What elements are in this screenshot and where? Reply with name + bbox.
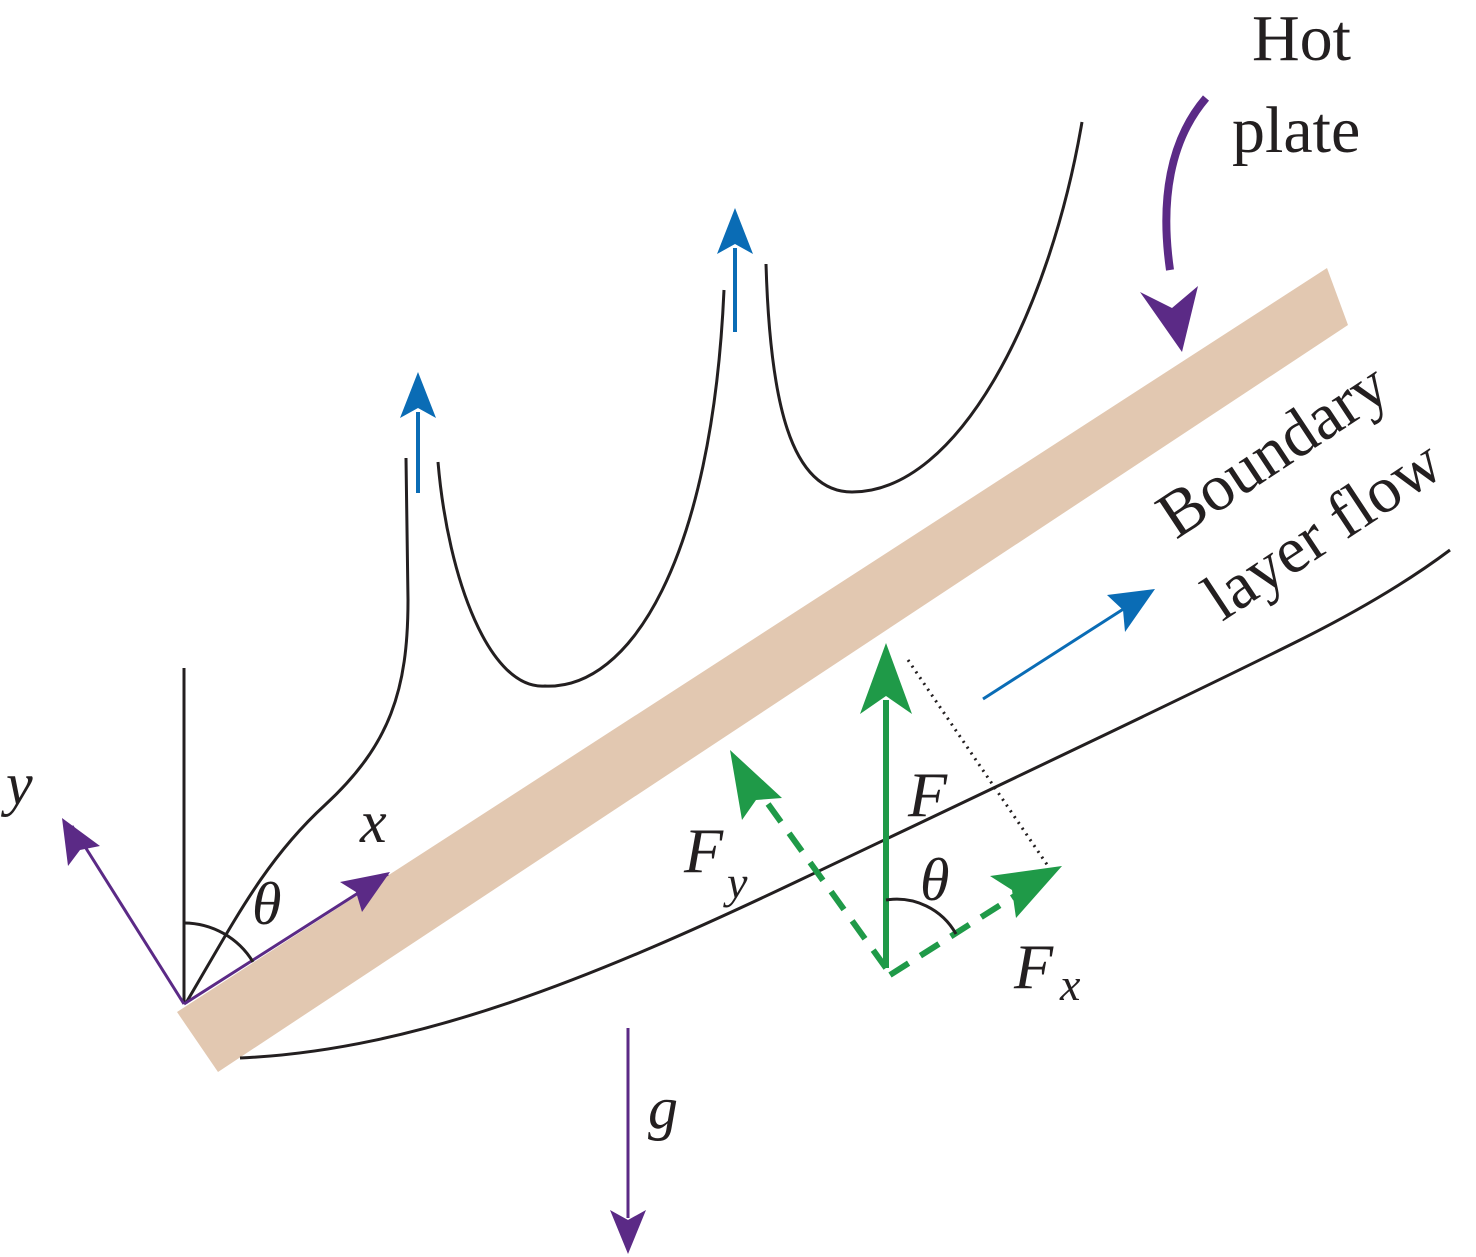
theta-arc-origin	[183, 921, 255, 963]
hot-plate	[177, 268, 1348, 1072]
hot-plate-pointer-arrowhead	[1140, 286, 1198, 352]
force-arrowhead	[860, 643, 912, 714]
force-x-arrow	[888, 887, 1026, 978]
force-y-arrow	[755, 788, 889, 970]
y-axis-label: y	[0, 751, 33, 817]
x-axis-label: x	[359, 789, 387, 855]
gravity-arrowhead	[610, 1210, 646, 1254]
plume-curve-right	[764, 121, 1084, 494]
plume-arrow-right	[717, 208, 753, 332]
plume-arrow-left	[400, 372, 436, 493]
gravity-label: g	[648, 1075, 678, 1141]
boundary-flow-arrow	[982, 589, 1155, 701]
y-axis-arrowhead	[62, 818, 100, 866]
force-x-label: F	[1013, 931, 1054, 1002]
hot-plate-pointer-arrow	[1162, 95, 1210, 271]
force-y-label: F	[683, 815, 724, 886]
force-y-subscript: y	[723, 857, 748, 908]
hot-plate-label-line2: plate	[1232, 94, 1360, 167]
boundary-layer-curve	[239, 548, 1451, 1060]
hot-plate-label-line1: Hot	[1252, 2, 1351, 75]
force-y-arrowhead	[730, 750, 782, 820]
plume-curve-middle	[436, 289, 726, 688]
y-axis-arrow	[70, 825, 186, 1005]
force-x-subscript: x	[1059, 959, 1081, 1010]
x-axis-arrowhead	[340, 872, 390, 912]
plume-curve-left	[184, 457, 410, 1004]
theta-label-force: θ	[920, 847, 949, 913]
theta-label-origin: θ	[252, 871, 281, 937]
force-x-arrowhead	[990, 866, 1062, 918]
force-label: F	[907, 759, 948, 830]
x-axis-arrow	[183, 872, 389, 1006]
theta-arc-force	[885, 897, 958, 935]
